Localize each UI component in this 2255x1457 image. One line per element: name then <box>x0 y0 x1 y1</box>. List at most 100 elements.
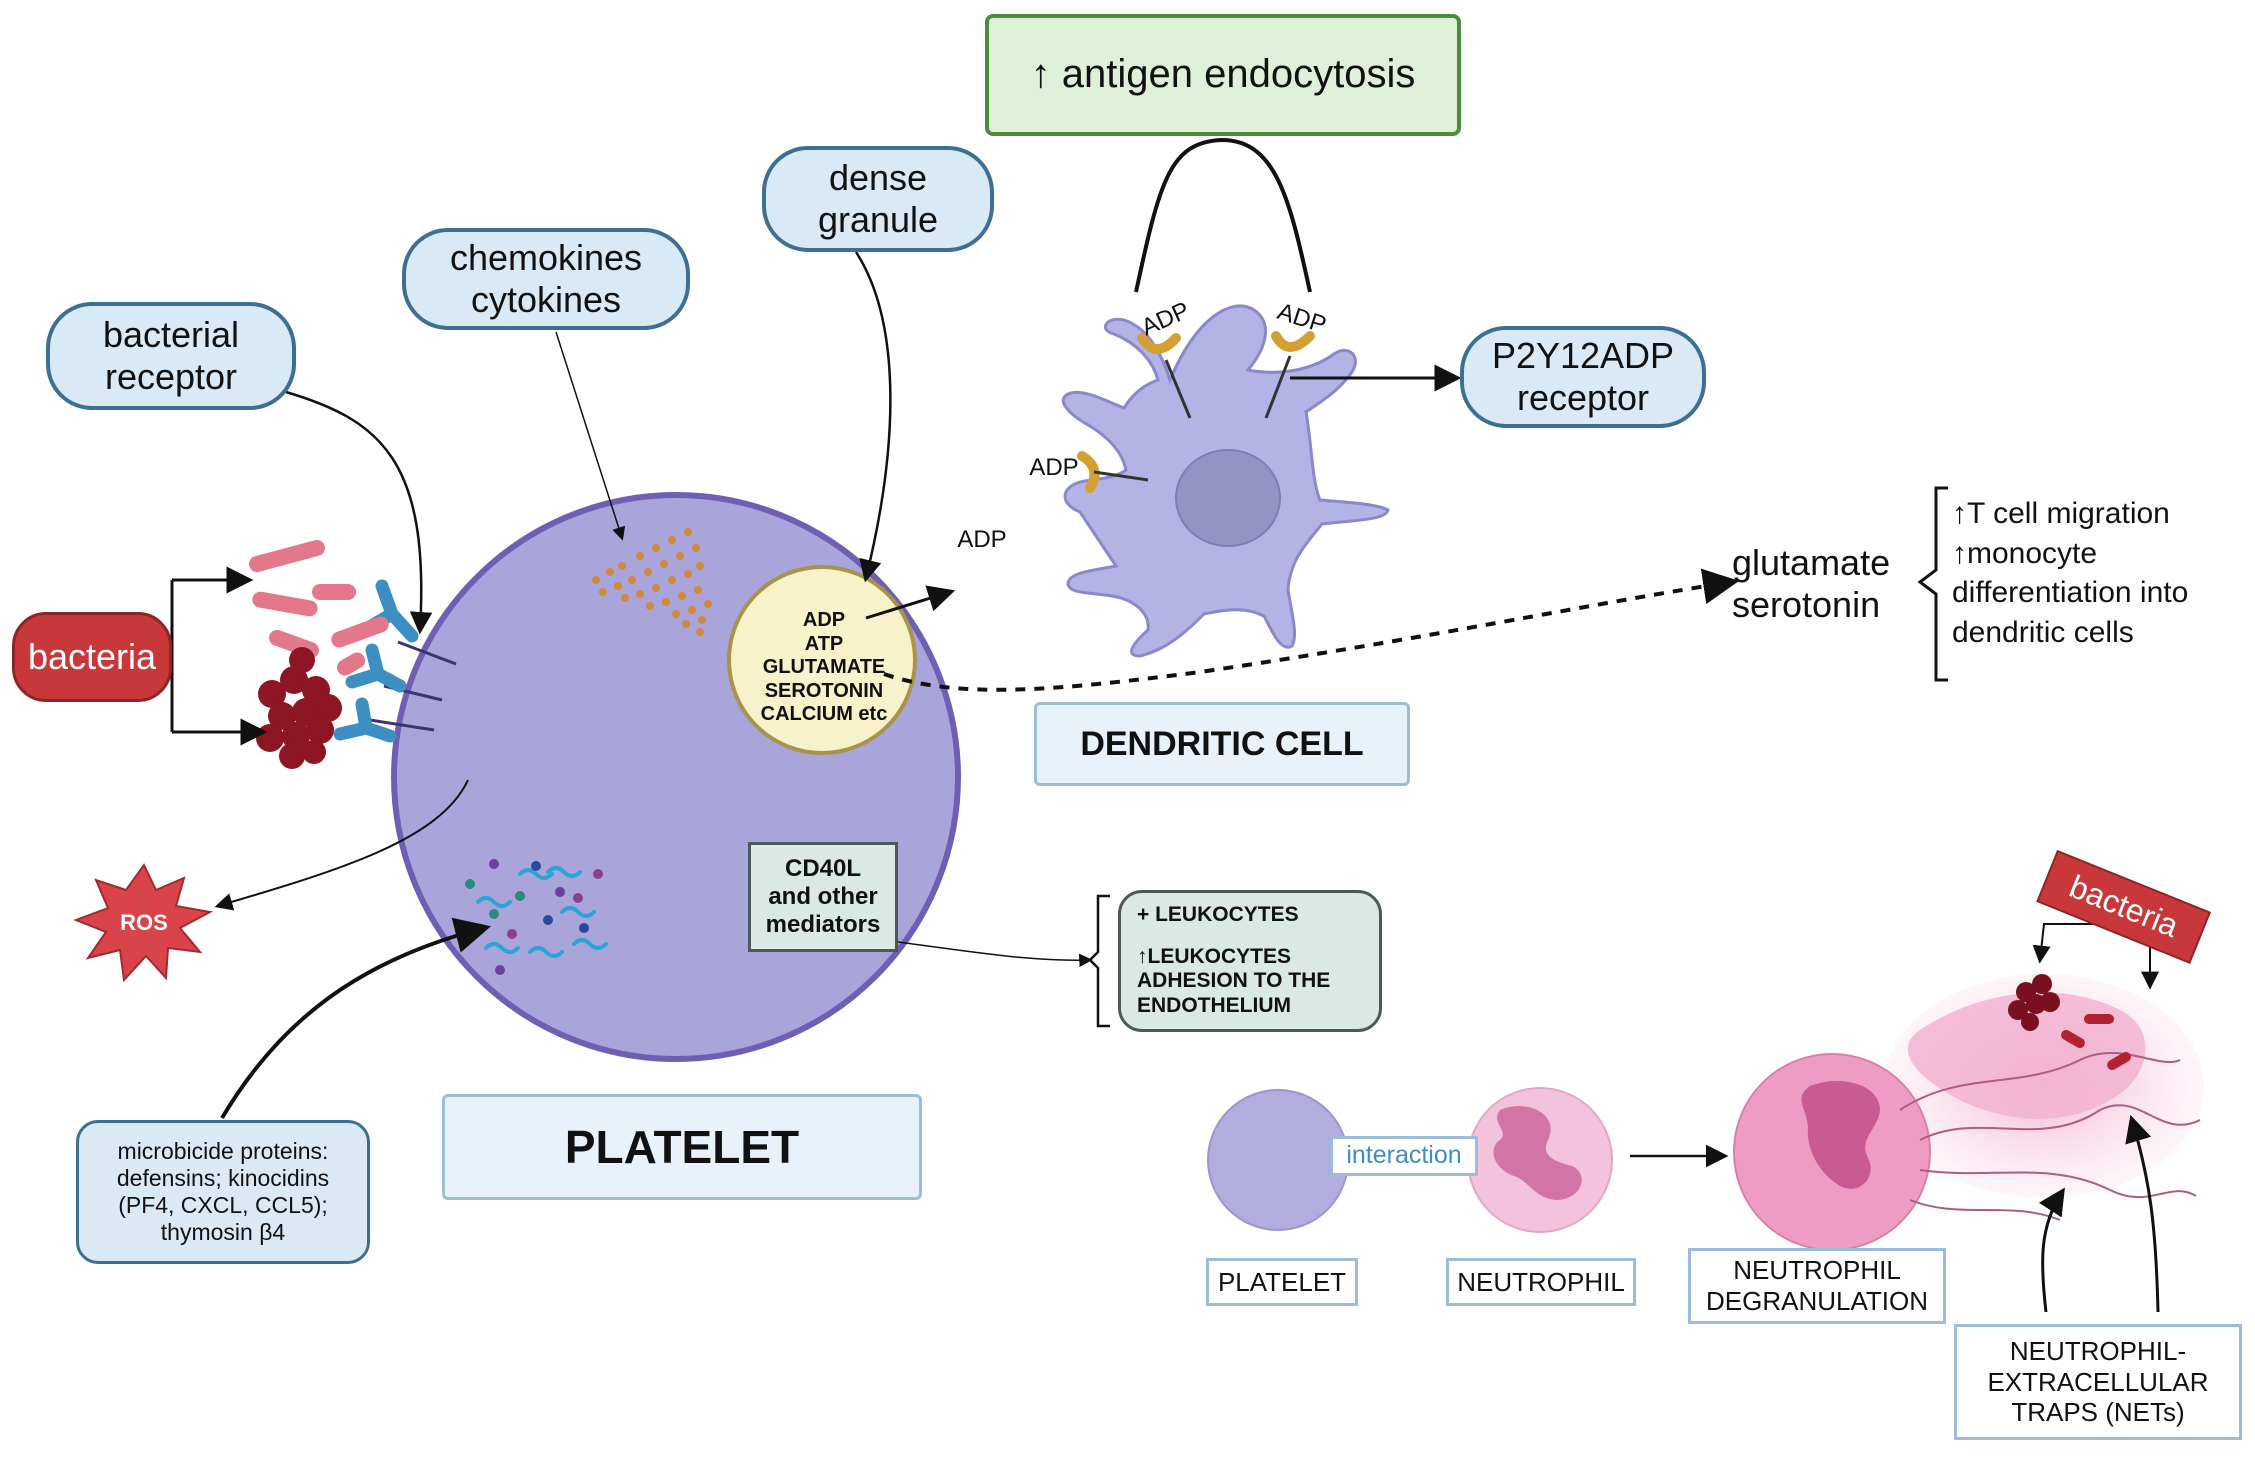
bacteria-cocci-left <box>256 647 342 769</box>
degranulation-line-2: DEGRANULATION <box>1706 1286 1928 1316</box>
arrow-nets-2 <box>2125 1114 2160 1313</box>
leukocytes-box: + LEUKOCYTES ↑LEUKOCYTES ADHESION TO THE… <box>1118 890 1382 1032</box>
nets-line-3: TRAPS (NETs) <box>2011 1397 2185 1428</box>
dendritic-cell-title-box: DENDRITIC CELL <box>1034 702 1410 786</box>
antigen-endocytosis-text: ↑ antigen endocytosis <box>1030 52 1416 97</box>
microbicide-line-1: microbicide proteins: <box>117 1137 329 1164</box>
leukocytes-line-3: ↑LEUKOCYTES <box>1137 944 1292 968</box>
bacteria-left-text: bacteria <box>27 635 157 677</box>
chemokines-line-2: cytokines <box>470 279 622 320</box>
nets-line-1: NEUTROPHIL- <box>2009 1335 2187 1366</box>
ros-star <box>73 863 214 983</box>
degranulation-line-1: NEUTROPHIL <box>1733 1255 1901 1286</box>
microbicide-line-4: thymosin β4 <box>160 1219 286 1246</box>
granule-item-atp: ATP <box>804 632 844 655</box>
arrow-ros <box>214 779 469 911</box>
arrow-microbicide <box>220 917 491 1120</box>
degranulation-label: NEUTROPHIL DEGRANULATION <box>1688 1248 1946 1324</box>
p2y12-pill: P2Y12ADP receptor <box>1460 326 1706 428</box>
net-blob <box>1907 992 2146 1119</box>
endocytosis-arc <box>1134 137 1312 293</box>
granule-contents: ADP ATP GLUTAMATE SEROTONIN CALCIUM etc <box>736 604 912 732</box>
dense-granule-pill: dense granule <box>762 146 994 252</box>
dense-granule-line-2: granule <box>817 199 939 240</box>
effects-bracket <box>1917 486 1948 682</box>
serotonin-text: serotonin <box>1732 584 1881 625</box>
small-platelet-cell <box>1207 1089 1349 1231</box>
cd40l-box: CD40L and other mediators <box>748 842 898 952</box>
ros-text: ROS <box>120 910 168 935</box>
chemokines-line-1: chemokines <box>449 236 643 278</box>
adp-receptor-label-3: ADP <box>1022 452 1086 484</box>
adp-receptor-label-1: ADP <box>1137 297 1193 342</box>
dendritic-cell-nucleus <box>1175 449 1281 547</box>
arrow-glutamate-dashed <box>883 568 1740 692</box>
adp-receptor-label-3-text: ADP <box>1029 453 1079 481</box>
neutrophil-text: NEUTROPHIL <box>1457 1266 1625 1297</box>
neutrophil-nucleus <box>1493 1106 1582 1200</box>
leukocytes-line-1: + LEUKOCYTES <box>1137 903 1299 926</box>
chemokines-pill: chemokines cytokines <box>402 228 690 330</box>
dense-granule-line-1: dense <box>828 156 928 198</box>
interaction-label: interaction <box>1330 1136 1478 1176</box>
glutamate-serotonin-label: glutamate serotonin <box>1732 536 1908 632</box>
dc-effects-list: ↑T cell migration ↑monocyte differentiat… <box>1952 494 2232 664</box>
bacterial-receptor-pill: bacterial receptor <box>46 302 296 410</box>
degranulating-nucleus <box>1801 1080 1880 1189</box>
granule-item-serotonin: SEROTONIN <box>764 679 884 702</box>
arrow-adp-release <box>865 585 956 620</box>
cd40l-line-3: mediators <box>765 911 881 939</box>
platelet-title-box: PLATELET <box>442 1094 922 1200</box>
dendritic-cell-title: DENDRITIC CELL <box>1080 724 1364 763</box>
platelet-title: PLATELET <box>564 1120 800 1173</box>
cd40l-line-2: and other <box>768 882 878 910</box>
granule-item-glutamate: GLUTAMATE <box>762 656 886 679</box>
granule-item-calcium: CALCIUM etc <box>760 703 888 726</box>
net-bacteria <box>2008 974 2131 1070</box>
cd40l-line-1: CD40L <box>784 854 862 882</box>
microbicide-line-2: defensins; kinocidins <box>116 1164 330 1191</box>
arrow-bacteria-right-1 <box>2032 923 2070 964</box>
arrow-nets-1 <box>2038 1187 2065 1313</box>
adp-released-text: ADP <box>957 525 1007 553</box>
arrow-mediators <box>897 941 1093 968</box>
bacteria-bracket-arrows <box>166 566 268 746</box>
dense-granule-circle <box>727 565 917 755</box>
bacteria-tag-right: bacteria <box>2036 849 2212 964</box>
chemokine-dots <box>592 528 712 636</box>
leukocytes-line-4: ADHESION TO THE <box>1137 969 1331 993</box>
interaction-text: interaction <box>1346 1141 1462 1170</box>
effect-dendritic-cells: dendritic cells <box>1952 615 2134 649</box>
effect-monocyte: ↑monocyte <box>1952 536 2098 570</box>
microbicide-box: microbicide proteins: defensins; kinocid… <box>76 1120 370 1264</box>
neutrophil-label: NEUTROPHIL <box>1446 1258 1636 1306</box>
granule-item-adp: ADP <box>802 609 846 632</box>
glutamate-text: glutamate <box>1732 541 1891 583</box>
dendritic-adp-receptors <box>1077 331 1315 493</box>
arrow-chemokines <box>555 331 626 541</box>
bacteria-tag-left: bacteria <box>12 612 172 702</box>
small-platelet-text: PLATELET <box>1217 1266 1347 1297</box>
antigen-endocytosis-box: ↑ antigen endocytosis <box>985 14 1461 136</box>
bacterial-receptor-line-2: receptor <box>104 356 238 397</box>
arrow-dense-granule <box>854 251 892 583</box>
effect-t-cell-migration: ↑T cell migration <box>1952 497 2170 530</box>
arrow-bacterial-receptor <box>285 390 433 635</box>
leukocytes-bracket <box>1088 894 1110 1028</box>
bacterial-receptor-line-1: bacterial <box>102 313 240 355</box>
net-strands <box>1899 1051 2201 1221</box>
p2y12-line-1: P2Y12ADP <box>1491 334 1675 376</box>
nets-label: NEUTROPHIL- EXTRACELLULAR TRAPS (NETs) <box>1954 1324 2242 1440</box>
leukocytes-line-5: ENDOTHELIUM <box>1137 994 1291 1018</box>
small-platelet-label: PLATELET <box>1206 1258 1358 1306</box>
microbicide-granules <box>465 859 608 975</box>
bacteria-rods-left <box>249 539 389 676</box>
nets-line-2: EXTRACELLULAR <box>1987 1366 2209 1397</box>
adp-released-label: ADP <box>950 522 1014 558</box>
platelet-cell <box>391 492 961 1062</box>
microbicide-line-3: (PF4, CXCL, CCL5); <box>118 1192 328 1218</box>
p2y12-line-2: receptor <box>1516 377 1650 418</box>
effect-differentiation: differentiation into <box>1952 576 2189 610</box>
